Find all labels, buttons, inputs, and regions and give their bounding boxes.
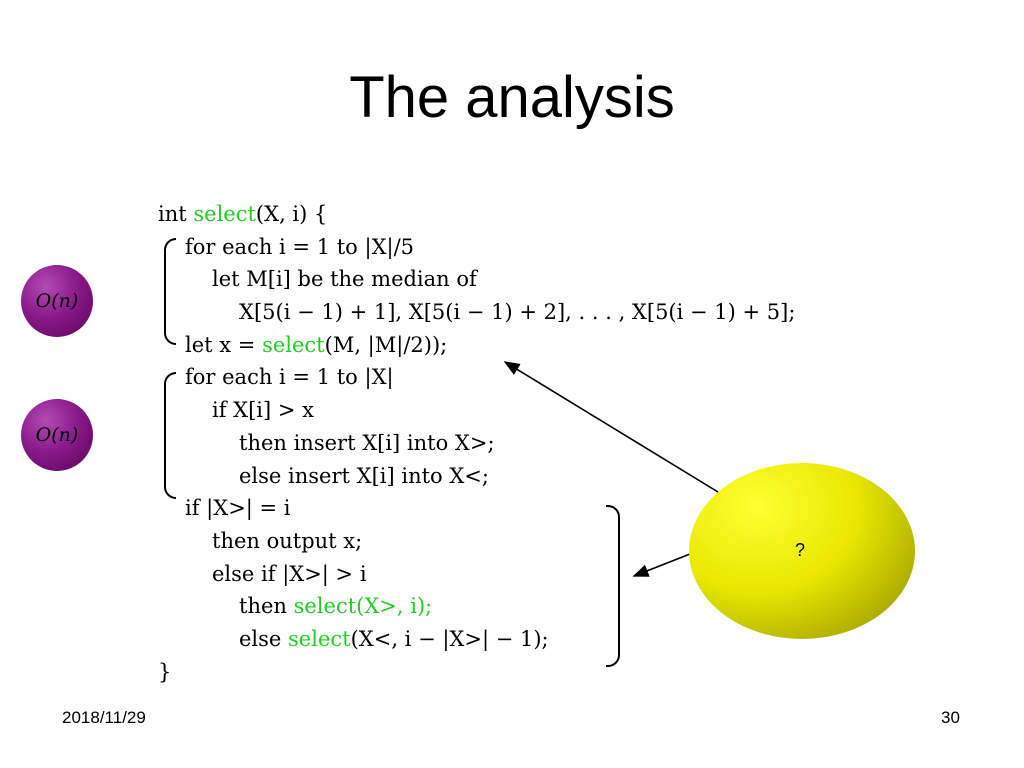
code-text: (M, |M|/2)); xyxy=(324,332,448,357)
slide-date: 2018/11/29 xyxy=(62,708,146,727)
code-text: then output x; xyxy=(212,528,363,553)
slide-title: The analysis xyxy=(349,65,675,130)
question-mark: ? xyxy=(795,540,806,560)
code-text: int xyxy=(158,202,194,226)
code-line: X[5(i − 1) + 1], X[5(i − 1) + 2], . . . … xyxy=(158,296,795,329)
arrow-to-recursion xyxy=(632,553,691,577)
code-highlight: select xyxy=(262,332,325,357)
code-highlight: select(X>, i); xyxy=(293,594,433,619)
code-text: (X, i) { xyxy=(255,202,328,226)
code-line: then output x; xyxy=(158,525,795,558)
code-line: let x = select(M, |M|/2)); xyxy=(158,329,795,362)
code-line: int select(X, i) { xyxy=(158,198,795,231)
question-oval xyxy=(689,463,915,639)
code-line: then select(X>, i); xyxy=(158,590,795,623)
code-text: X[5(i − 1) + 1], X[5(i − 1) + 2], . . . … xyxy=(239,300,796,325)
complexity-label-1: O(n) xyxy=(35,290,79,312)
slide-number: 30 xyxy=(941,708,960,727)
code-text: for each i = 1 to |X|/5 xyxy=(185,234,415,259)
code-text: else xyxy=(239,626,289,651)
complexity-orb-1: O(n) xyxy=(21,265,93,337)
code-text: } xyxy=(158,659,172,684)
code-text: let M[i] be the median of xyxy=(212,267,477,292)
code-text: if X[i] > x xyxy=(212,398,315,423)
code-block: int select(X, i) {for each i = 1 to |X|/… xyxy=(158,198,795,688)
code-line: then insert X[i] into X>; xyxy=(158,427,795,460)
code-text: (X<, i − |X>| − 1); xyxy=(350,626,549,651)
code-line: else insert X[i] into X<; xyxy=(158,460,795,493)
code-line: } xyxy=(158,656,795,689)
code-text: else if |X>| > i xyxy=(212,561,367,586)
code-text: if |X>| = i xyxy=(185,496,291,521)
code-highlight: select xyxy=(288,626,351,651)
code-line: for each i = 1 to |X| xyxy=(158,361,795,394)
code-highlight: select xyxy=(193,202,256,226)
arrow-to-select-median xyxy=(503,361,719,493)
code-line: for each i = 1 to |X|/5 xyxy=(158,231,795,264)
code-line: if |X>| = i xyxy=(158,492,795,525)
code-text: let x = xyxy=(185,332,263,357)
code-line: if X[i] > x xyxy=(158,394,795,427)
complexity-label-2: O(n) xyxy=(35,424,79,446)
code-text: then insert X[i] into X>; xyxy=(239,430,495,455)
code-text: else insert X[i] into X<; xyxy=(239,463,489,488)
code-line: else select(X<, i − |X>| − 1); xyxy=(158,623,795,656)
code-line: let M[i] be the median of xyxy=(158,263,795,296)
code-line: else if |X>| > i xyxy=(158,558,795,591)
code-text: then xyxy=(239,594,294,619)
code-text: for each i = 1 to |X| xyxy=(185,365,394,390)
complexity-orb-2: O(n) xyxy=(21,399,93,471)
